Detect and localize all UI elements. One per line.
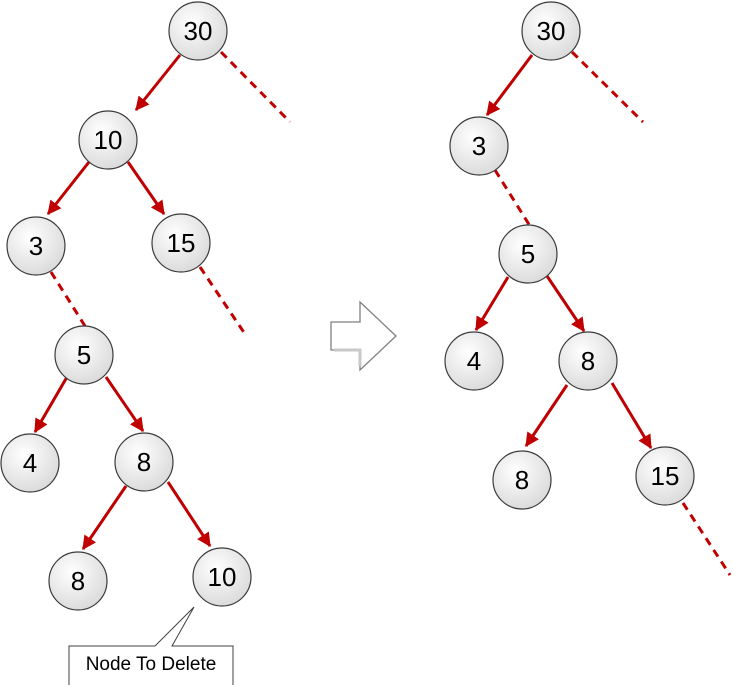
tree-node: 5 — [498, 224, 558, 284]
edge-15-null — [198, 266, 247, 335]
tree-node: 8 — [114, 432, 174, 492]
node-label: 8 — [137, 447, 151, 477]
left-tree-nodes: 30 10 3 15 5 4 8 8 — [0, 1, 252, 611]
tree-node: 8 — [48, 551, 108, 611]
tree-node: 8 — [492, 450, 552, 510]
edge-r8-8 — [524, 384, 569, 447]
edge-r3-5 — [493, 169, 532, 227]
edge-5-4 — [33, 376, 69, 434]
edge-30-10 — [134, 54, 182, 111]
edge-r30-3 — [485, 54, 534, 116]
tree-node: 8 — [558, 331, 618, 391]
edge-10-3 — [46, 161, 91, 215]
tree-node: 4 — [0, 433, 60, 493]
node-label: 15 — [651, 461, 680, 491]
node-label: 15 — [167, 228, 196, 258]
edge-8-8 — [81, 485, 128, 550]
node-label: 30 — [184, 16, 213, 46]
tree-node: 3 — [6, 216, 66, 276]
node-label: 8 — [515, 465, 529, 495]
tree-node: 3 — [449, 116, 509, 176]
left-tree-edges — [33, 50, 292, 550]
edge-5-8 — [104, 376, 145, 432]
node-label: 10 — [208, 562, 237, 592]
callout-text: Node To Delete — [86, 654, 217, 675]
edge-30-null — [219, 50, 292, 124]
node-label: 8 — [71, 566, 85, 596]
edge-r30-null — [570, 50, 645, 124]
edge-10-15 — [126, 161, 166, 215]
right-arrow-icon — [330, 300, 397, 372]
tree-node: 4 — [444, 331, 504, 391]
node-label: 3 — [29, 231, 43, 261]
tree-node: 5 — [54, 325, 114, 385]
node-label: 30 — [537, 16, 566, 46]
node-label: 5 — [521, 239, 535, 269]
node-label: 4 — [23, 448, 37, 478]
edge-r5-8 — [545, 275, 586, 332]
node-label: 10 — [94, 125, 123, 155]
tree-node: 30 — [521, 1, 581, 61]
tree-node: 15 — [151, 213, 211, 273]
edge-3-5 — [49, 271, 87, 327]
tree-node: 10 — [78, 110, 138, 170]
node-label: 3 — [472, 131, 486, 161]
right-tree-edges — [474, 50, 732, 576]
right-tree-nodes: 30 3 5 4 8 8 15 — [444, 1, 695, 510]
node-label: 8 — [581, 346, 595, 376]
edge-8-10 — [166, 481, 212, 547]
node-to-delete-callout: Node To Delete — [68, 606, 234, 685]
edge-r5-4 — [474, 276, 510, 331]
node-label: 5 — [77, 340, 91, 370]
edge-r15-null — [681, 502, 732, 576]
tree-node: 30 — [168, 1, 228, 61]
tree-node-to-delete: 10 — [192, 547, 252, 607]
edge-r8-15 — [610, 382, 653, 450]
node-label: 4 — [467, 346, 481, 376]
tree-node: 15 — [635, 446, 695, 506]
